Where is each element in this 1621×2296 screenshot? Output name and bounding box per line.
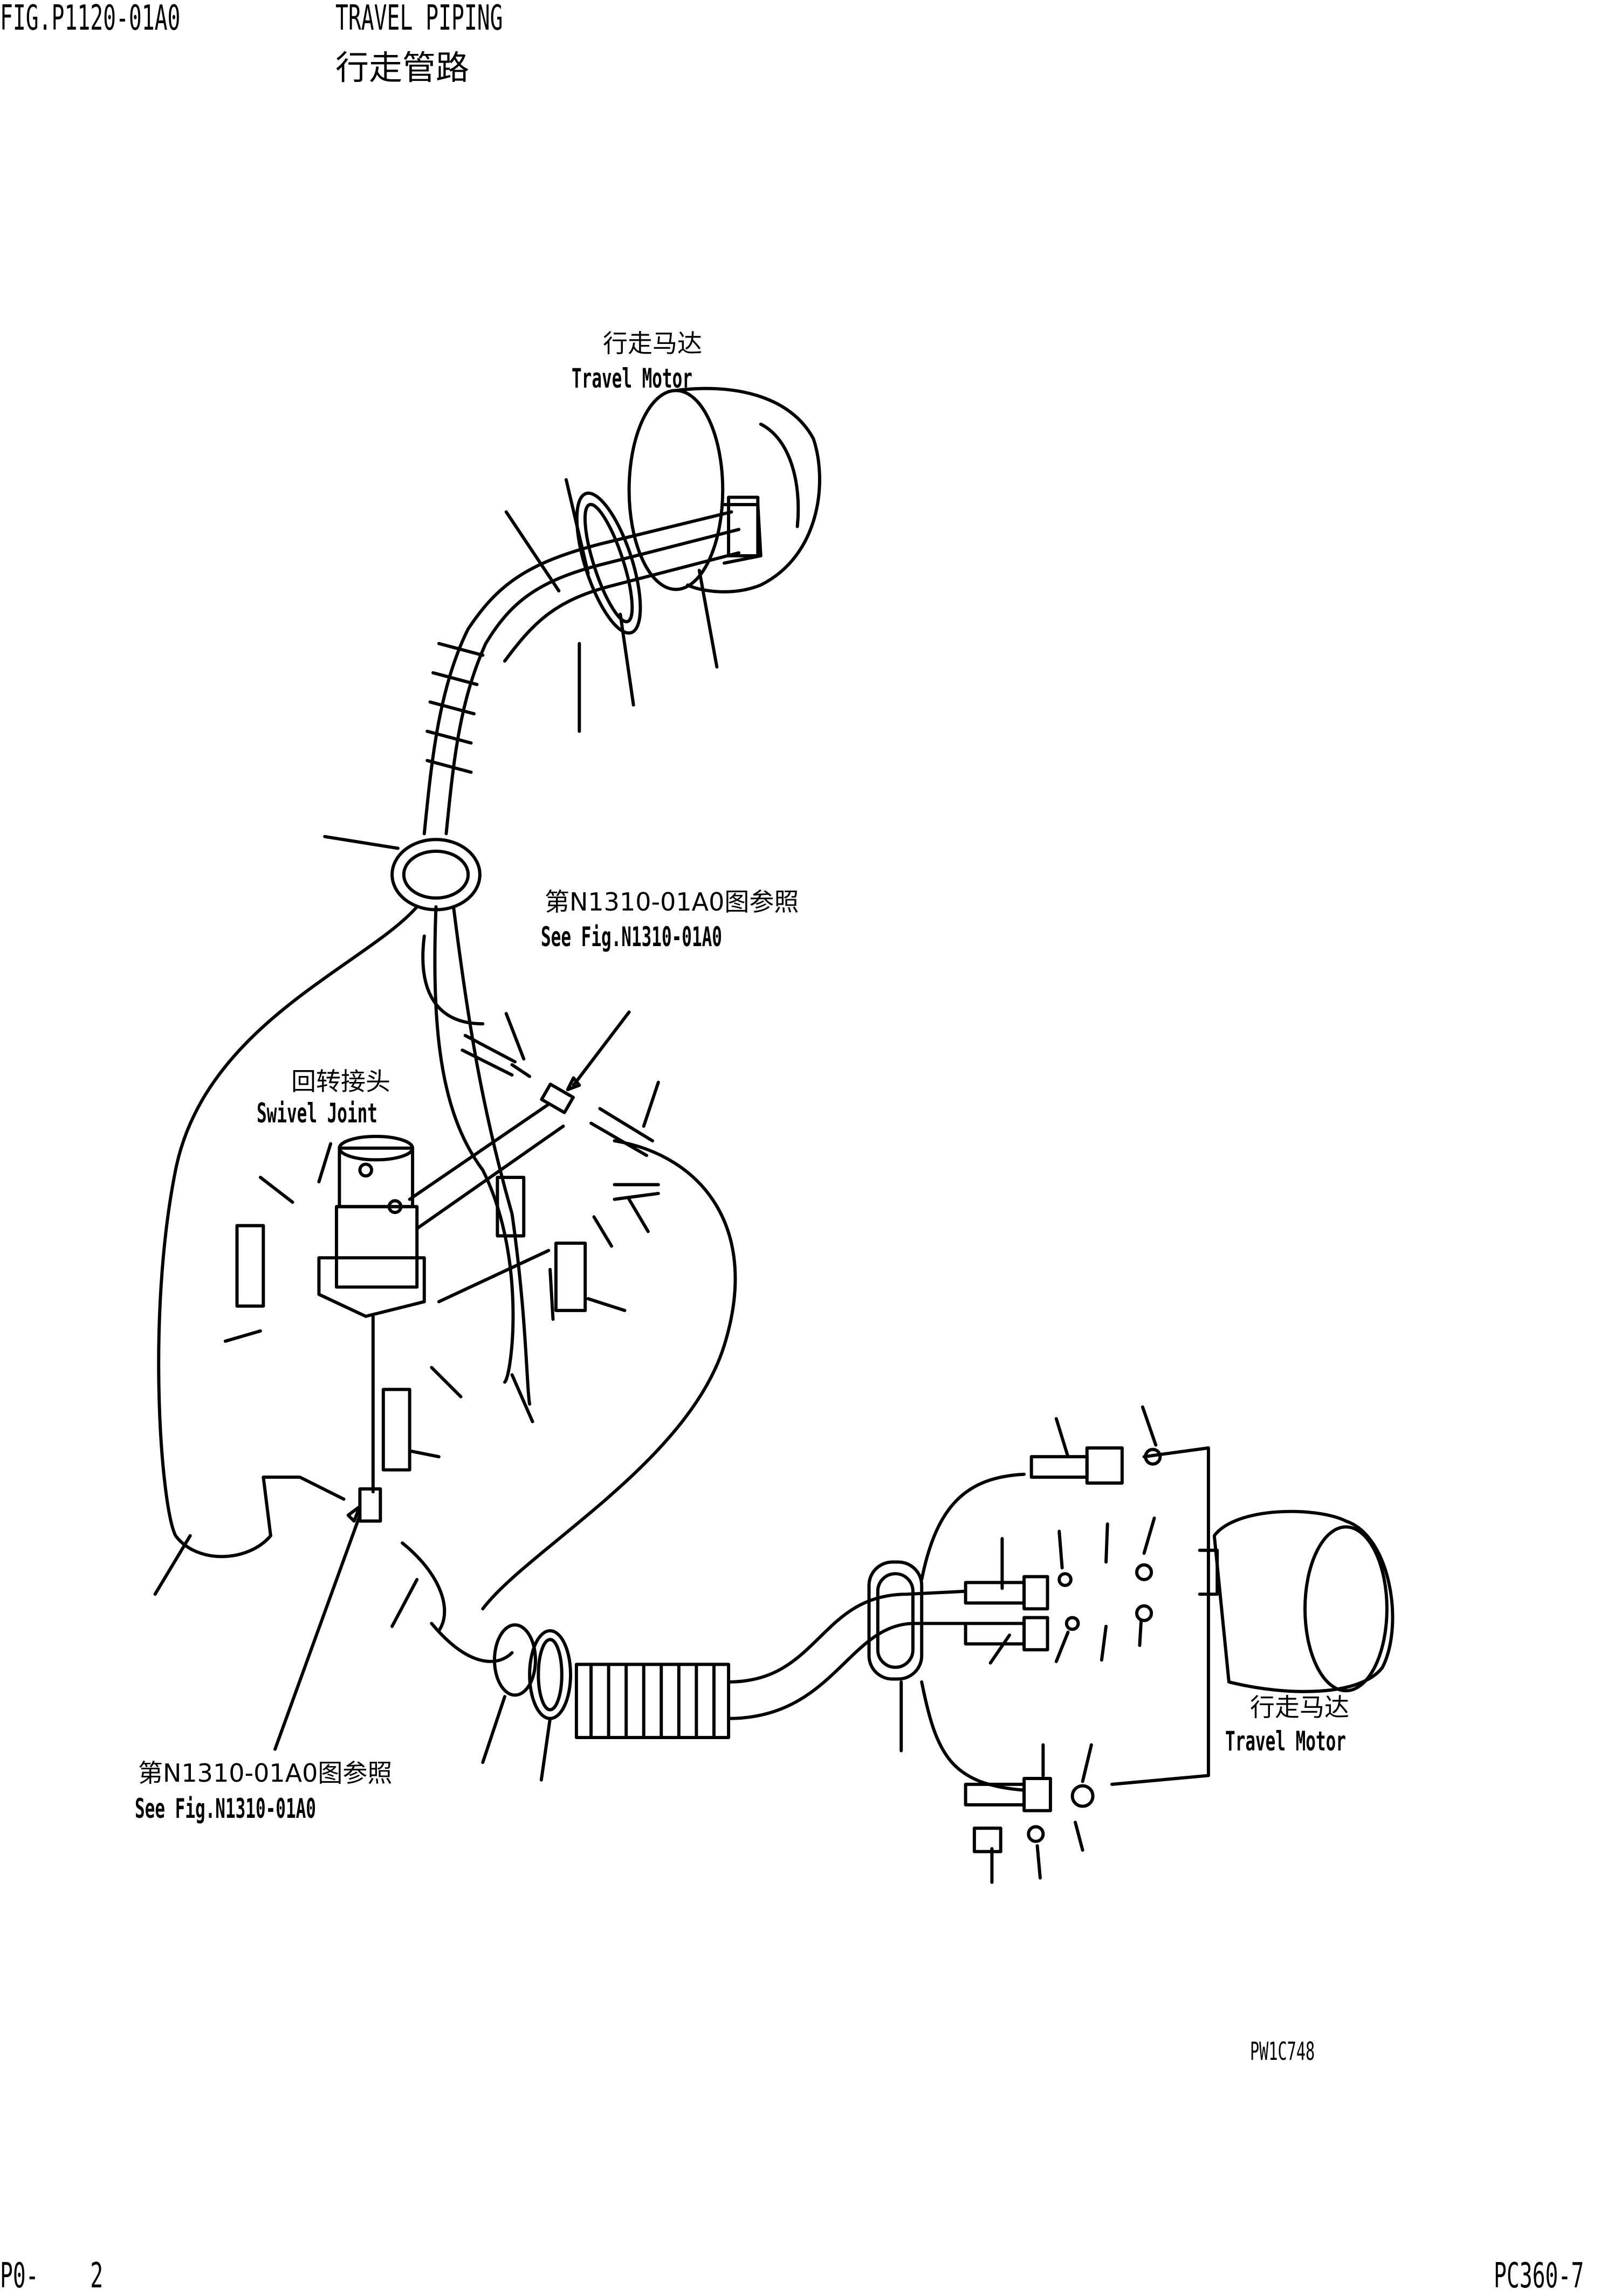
travel-motor-right-label-cn: 行走马达 (1250, 1693, 1349, 1722)
figure-title-en: TRAVEL PIPING (335, 0, 503, 38)
travel-motor-top-label-cn: 行走马达 (603, 329, 702, 358)
figure-title-cn: 行走管路 (335, 48, 470, 87)
see-fig-bottom-label-cn: 第N1310-01A0图参照 (138, 1759, 393, 1788)
swivel-joint-label-cn: 回转接头 (291, 1067, 390, 1096)
see-fig-bottom-label-en: See Fig.N1310-01A0 (135, 1793, 316, 1824)
drawing-code: PW1C748 (1250, 2037, 1315, 2066)
swivel-joint-illustration (317, 1135, 426, 1318)
travel-motor-top-illustration (627, 387, 821, 594)
travel-motor-right-illustration (1198, 1509, 1395, 1693)
figure-number: FIG.P1120-01A0 (0, 0, 181, 38)
page-number: P0- 2 (0, 2256, 104, 2296)
model-number: PC360-7 (1494, 2256, 1584, 2296)
travel-motor-right-label-en: Travel Motor (1225, 1726, 1346, 1757)
swivel-joint-label-en: Swivel Joint (257, 1098, 377, 1129)
see-fig-top-label-cn: 第N1310-01A0图参照 (545, 887, 799, 916)
see-fig-top-label-en: See Fig.N1310-01A0 (541, 921, 722, 953)
travel-motor-top-label-en: Travel Motor (572, 363, 692, 394)
leader-lines (153, 478, 1158, 1884)
